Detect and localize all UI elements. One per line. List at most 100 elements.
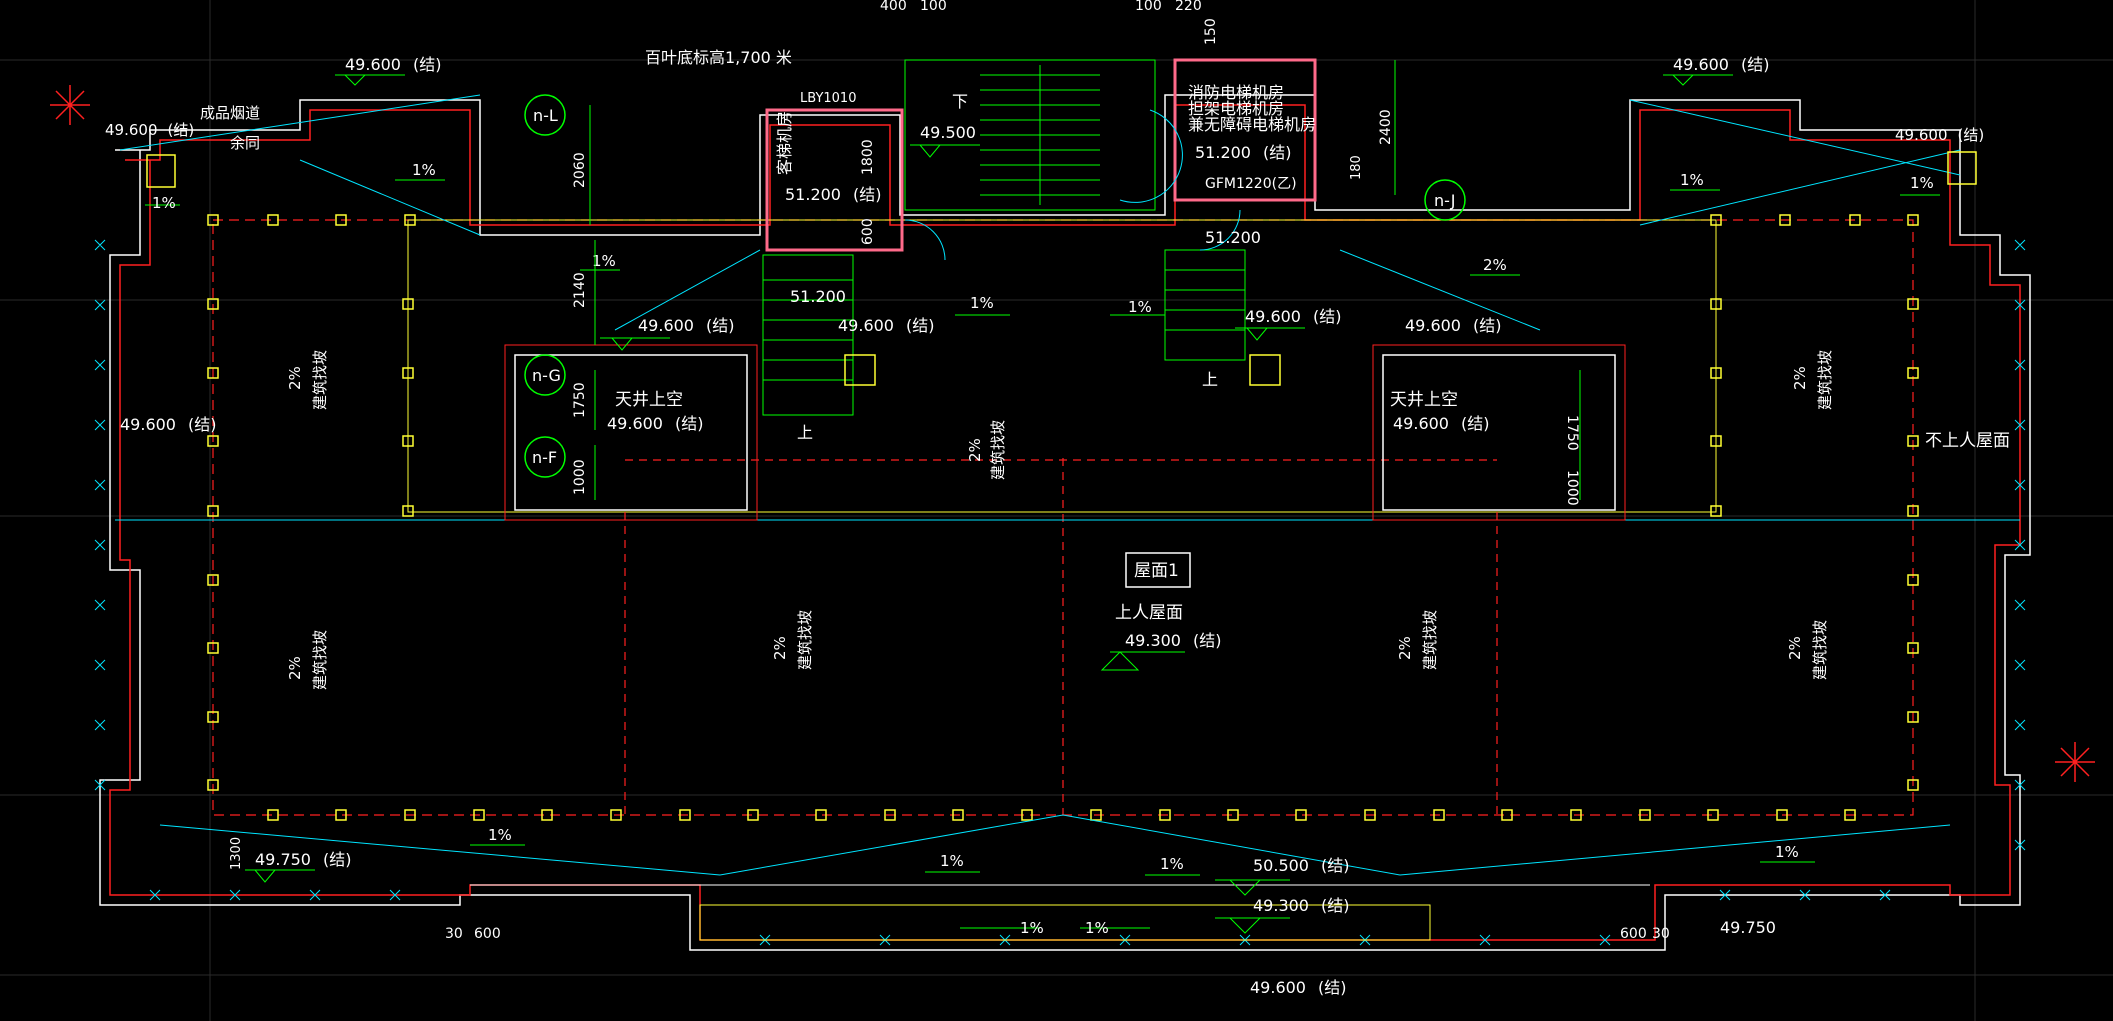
upper-roof-area <box>407 219 1717 513</box>
axis-label-g: n-G <box>532 366 561 385</box>
elev-landing-left: 51.200 <box>790 287 846 306</box>
svg-text:2%: 2% <box>286 366 304 390</box>
chimney-note-2: 余同 <box>230 134 260 152</box>
drainage-lines <box>115 94 2020 876</box>
dim-30-left: 30 <box>445 926 463 942</box>
elev-landing-right: 51.200 <box>1205 228 1261 247</box>
elev-upper-right: 49.600(结) <box>1405 316 1501 335</box>
dim-1300: 1300 <box>229 837 244 870</box>
dim-600-right: 600 <box>1620 926 1647 942</box>
axis-label-j: n-J <box>1434 191 1456 210</box>
svg-text:建筑找坡: 建筑找坡 <box>796 610 814 670</box>
elev-top-left: 49.600(结) <box>345 55 441 74</box>
dim-180: 180 <box>1349 155 1364 180</box>
svg-text:建筑找坡: 建筑找坡 <box>311 350 329 410</box>
svg-text:2%: 2% <box>1791 366 1809 390</box>
axis-bubbles <box>524 94 1466 478</box>
elev-bottom-49300: 49.300(结) <box>1253 896 1349 915</box>
stair-core <box>762 59 1246 416</box>
top-dim-100b: 100 <box>1135 0 1162 14</box>
slope-1-j: 1% <box>1160 855 1184 873</box>
room-fire-1: 消防电梯机房 <box>1188 83 1284 102</box>
room-fire-2: 担架电梯机房 <box>1188 99 1284 118</box>
slope-1-l: 1% <box>1020 919 1044 937</box>
room-fire-3: 兼无障碍电梯机房 <box>1188 115 1316 134</box>
dim-600: 600 <box>860 218 876 245</box>
dim-2060: 2060 <box>572 152 588 188</box>
svg-text:2%: 2% <box>966 438 984 462</box>
svg-text:建筑找坡: 建筑找坡 <box>1421 610 1439 670</box>
slope-1-m: 1% <box>1085 919 1109 937</box>
elev-bottom-right: 49.750 <box>1720 918 1776 937</box>
dim-1000-left: 1000 <box>572 459 588 495</box>
dim-600-left: 600 <box>474 926 501 942</box>
stair-down: 下 <box>952 92 968 111</box>
elev-bottom-center: 49.600(结) <box>1250 978 1346 997</box>
division-lines <box>624 458 1498 815</box>
slope-1-h: 1% <box>488 826 512 844</box>
dimension-lines <box>589 60 1581 500</box>
room-elevator: 客梯机房 <box>775 111 794 175</box>
elev-elevator-room: 51.200(结) <box>785 185 881 204</box>
roof-title: 屋面1 <box>1134 561 1179 581</box>
slope-1-i: 1% <box>940 852 964 870</box>
svg-text:建筑找坡: 建筑找坡 <box>989 420 1007 480</box>
dim-1000-right: 1000 <box>1564 470 1580 506</box>
star-markers <box>50 85 2095 782</box>
axis-label-l: n-L <box>533 106 558 125</box>
slope-1-k: 1% <box>1775 843 1799 861</box>
slope-arrows <box>145 179 1940 929</box>
parapet-outline <box>109 104 2021 941</box>
stair-up-right: 上 <box>1202 370 1218 389</box>
shafts <box>146 151 1977 386</box>
slope-1-d: 1% <box>970 294 994 312</box>
elev-right-corner: 49.600(结) <box>1895 126 1984 144</box>
chimney-note: 成品烟道 <box>200 104 260 122</box>
svg-text:建筑找坡: 建筑找坡 <box>1811 620 1829 680</box>
svg-text:建筑找坡: 建筑找坡 <box>1816 350 1834 410</box>
bottom-parapet <box>470 884 1650 941</box>
door-arcs <box>904 109 1241 261</box>
dim-2140: 2140 <box>572 272 588 308</box>
svg-text:2%: 2% <box>771 636 789 660</box>
elev-left-mid: 49.600(结) <box>120 415 216 434</box>
slope-1-f: 1% <box>1680 171 1704 189</box>
skylight-voids <box>514 354 1616 511</box>
slope-find-labels: 2% 建筑找坡 2% 建筑找坡 2% 建筑找坡 2% 建筑找坡 2% 建筑找坡 … <box>286 350 1834 690</box>
elev-skylight-right: 49.600(结) <box>1393 414 1489 433</box>
elev-bottom-left: 49.750(结) <box>255 850 351 869</box>
stair-up-left: 上 <box>797 423 813 442</box>
dim-2400: 2400 <box>1378 109 1394 145</box>
slope-1-e: 1% <box>1128 298 1152 316</box>
edge-markers <box>94 239 2026 946</box>
dim-1750-left: 1750 <box>572 382 588 418</box>
slope-1-a: 1% <box>412 161 436 179</box>
svg-text:2%: 2% <box>1786 636 1804 660</box>
slope-2-a: 2% <box>1483 256 1507 274</box>
axis-label-f: n-F <box>532 448 557 467</box>
elev-upper-mid2: 49.600(结) <box>1245 307 1341 326</box>
no-access-roof: 不上人屋面 <box>1925 431 2010 451</box>
elev-bottom-50500: 50.500(结) <box>1253 856 1349 875</box>
outer-outline <box>99 94 2031 951</box>
top-dim-100a: 100 <box>920 0 947 14</box>
dim-1750-right: 1750 <box>1564 415 1580 451</box>
dim-1800: 1800 <box>860 139 876 175</box>
blind-note: 百叶底标高1,700 米 <box>645 48 792 67</box>
skylight-right: 天井上空 <box>1390 390 1458 410</box>
svg-text:2%: 2% <box>1396 636 1414 660</box>
elev-upper-left: 49.600(结) <box>638 316 734 335</box>
slope-1-c: 1% <box>592 252 616 270</box>
roof-title-box <box>1125 552 1191 588</box>
skylight-voids-red <box>504 344 1626 521</box>
door-label: GFM1220(乙) <box>1205 176 1297 192</box>
elev-skylight-left: 49.600(结) <box>607 414 703 433</box>
elev-fire-room: 51.200(结) <box>1195 143 1291 162</box>
top-dim-220: 220 <box>1175 0 1202 14</box>
svg-text:建筑找坡: 建筑找坡 <box>311 630 329 690</box>
elev-top-right: 49.600(结) <box>1673 55 1769 74</box>
elev-upper-mid: 49.600(结) <box>838 316 934 335</box>
elev-stair: 49.500 <box>920 123 976 142</box>
